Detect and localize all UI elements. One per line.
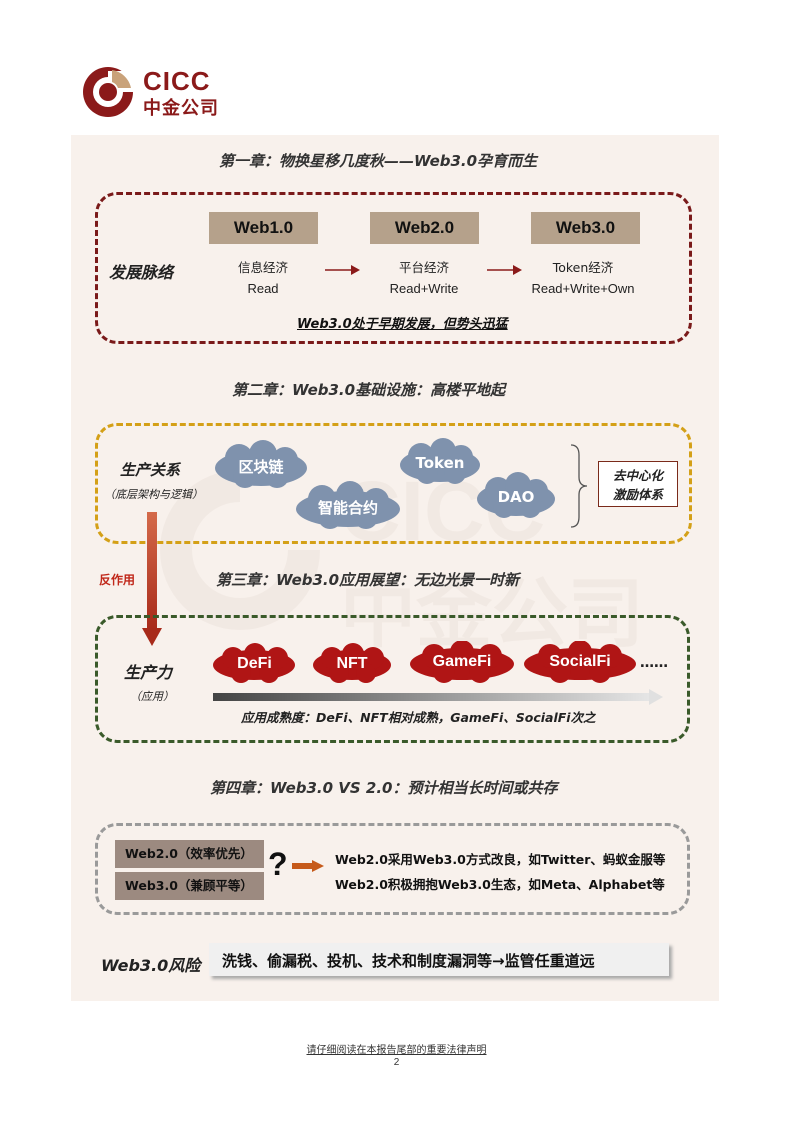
chapter2-label: 生产关系	[120, 461, 181, 479]
stage-web3-economy: Token经济	[552, 260, 614, 275]
stage-web3-mode: Read+Write+Own	[531, 281, 635, 296]
cloud-dao	[477, 472, 555, 518]
arrow-right-icon	[325, 265, 360, 275]
stage-web2-economy: 平台经济	[398, 260, 449, 275]
cloud-gamefi	[410, 641, 514, 683]
stage-web1-tag: Web1.0	[209, 212, 318, 244]
cloud-smart-contract	[296, 481, 400, 529]
maturity-caption: 应用成熟度：DeFi、NFT相对成熟，GameFi、SocialFi次之	[241, 710, 596, 725]
coexist-line-1: Web2.0采用Web3.0方式改良，如Twitter、蚂蚁金服等	[335, 852, 666, 867]
cloud-blockchain	[215, 440, 307, 488]
feedback-label: 反作用	[99, 573, 136, 587]
cloud-defi	[213, 643, 295, 683]
question-mark: ?	[268, 846, 288, 882]
risk-box	[209, 943, 669, 976]
risk-label: Web3.0风险	[101, 956, 201, 975]
risk-text: 洗钱、偷漏税、投机、技术和制度漏洞等→监管任重道远	[222, 952, 595, 970]
cloud-smart-contract-label: 智能合约	[317, 499, 378, 517]
stage-web2-tag: Web2.0	[370, 212, 479, 244]
arrow-right-icon	[292, 860, 324, 872]
page-number: 2	[393, 1057, 400, 1068]
stage-web1-economy: 信息经济	[237, 260, 288, 275]
chapter3-title: 第三章：Web3.0应用展望：无边光景一时新	[216, 571, 520, 589]
cloud-blockchain-label: 区块链	[238, 458, 284, 476]
logo-text-cn: 中金公司	[143, 98, 219, 119]
chapter1-title: 第一章：物换星移几度秋——Web3.0孕育而生	[219, 152, 538, 170]
cicc-logo-icon	[83, 67, 134, 117]
result-line-2: 激励体系	[612, 487, 663, 502]
chapter2-title: 第二章：Web3.0基础设施：高楼平地起	[232, 381, 506, 399]
cloud-token	[400, 438, 480, 484]
web3-equality-tag: Web3.0（兼顾平等）	[115, 872, 264, 900]
chapter1-side-label: 发展脉络	[109, 263, 174, 282]
stage-web1-mode: Read	[247, 281, 279, 296]
chapter3-box	[95, 615, 690, 743]
cloud-nft	[313, 643, 391, 683]
legal-notice-link[interactable]: 请仔细阅读在本报告尾部的重要法律声明	[306, 1045, 487, 1056]
chapter1-box	[95, 192, 692, 344]
feedback-arrow-icon	[142, 512, 162, 646]
logo-text-en: CICC	[143, 66, 211, 96]
svg-text:中金公司: 中金公司	[340, 569, 644, 658]
web2-efficiency-tag: Web2.0（效率优先）	[115, 840, 264, 868]
cloud-gamefi-label: GameFi	[432, 653, 492, 670]
apps-ellipsis: ……	[640, 655, 668, 671]
brace-icon	[570, 444, 588, 528]
chapter4-title: 第四章：Web3.0 VS 2.0：预计相当长时间或共存	[210, 779, 558, 797]
stage-web3-tag: Web3.0	[531, 212, 640, 244]
cloud-nft-label: NFT	[336, 655, 368, 672]
chapter2-box	[95, 423, 692, 544]
cloud-token-label: Token	[415, 454, 465, 472]
chapter3-label: 生产力	[124, 663, 173, 682]
cloud-dao-label: DAO	[497, 488, 535, 506]
cloud-socialfi	[524, 641, 636, 683]
maturity-gradient-arrow	[213, 689, 663, 705]
decentralized-incentive-box	[598, 461, 678, 507]
chapter4-box	[95, 823, 690, 915]
chapter1-summary: Web3.0处于早期发展，但势头迅猛	[297, 317, 508, 332]
cloud-defi-label: DeFi	[237, 655, 272, 672]
cloud-socialfi-label: SocialFi	[549, 653, 611, 670]
chapter2-sublabel: （底层架构与逻辑）	[104, 488, 203, 501]
coexist-line-2: Web2.0积极拥抱Web3.0生态，如Meta、Alphabet等	[335, 877, 665, 892]
stage-web2-mode: Read+Write	[389, 281, 459, 296]
chapter3-sublabel: （应用）	[130, 690, 174, 703]
arrow-right-icon	[487, 265, 522, 275]
result-line-1: 去中心化	[612, 468, 663, 483]
